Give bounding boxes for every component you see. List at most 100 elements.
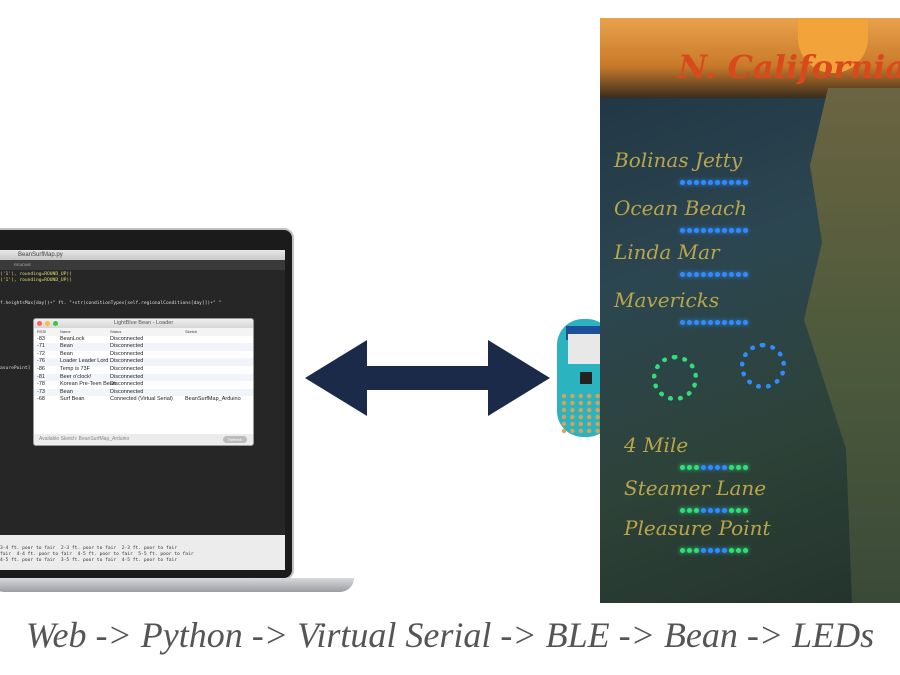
led	[722, 228, 727, 233]
location-label: 4 Mile	[624, 433, 689, 457]
led	[715, 320, 720, 325]
led	[715, 180, 720, 185]
location-label: Ocean Beach	[614, 196, 748, 220]
pin-pad	[570, 428, 575, 434]
table-header: RSSI Name Status Sketch	[34, 328, 253, 336]
pin-pad	[561, 414, 567, 420]
pin-pad	[595, 421, 600, 427]
sun	[798, 18, 868, 73]
led	[694, 465, 699, 470]
pin-pad	[595, 400, 600, 406]
led	[680, 548, 685, 553]
led-strip	[680, 228, 748, 233]
cell: -86	[37, 365, 45, 372]
pin-pad	[595, 414, 600, 420]
pin-pad	[578, 421, 583, 427]
col-status[interactable]: Status	[110, 329, 122, 334]
led	[736, 180, 741, 185]
cell: -81	[37, 373, 45, 380]
led-strip	[680, 508, 748, 513]
led	[708, 465, 713, 470]
led	[743, 465, 748, 470]
led	[708, 180, 713, 185]
pin-pad	[570, 414, 575, 420]
pin-pad	[587, 407, 592, 413]
led	[694, 320, 699, 325]
pin-pad	[561, 421, 567, 427]
pin-pad	[561, 400, 567, 406]
dialog-footer: Available Sketch: BeanSurfMap_Arduino Re…	[34, 434, 253, 445]
pin-pad	[561, 407, 567, 413]
led	[708, 272, 713, 277]
coastline	[804, 88, 900, 603]
pin-pad	[570, 407, 575, 413]
editor-tab[interactable]: README	[0, 260, 285, 270]
led	[680, 508, 685, 513]
cell: Beer o'clock!	[60, 373, 92, 380]
pin-pad	[570, 393, 575, 399]
led	[687, 228, 692, 233]
terminal-output: 3-4 ft. poor to fair 2-3 ft. poor to fai…	[0, 535, 285, 570]
led	[701, 508, 706, 513]
led	[715, 548, 720, 553]
code-line: asurePoint]	[0, 366, 31, 371]
led	[722, 465, 727, 470]
cell: -76	[37, 358, 45, 365]
led	[708, 508, 713, 513]
col-rssi[interactable]: RSSI	[37, 329, 47, 334]
led	[701, 465, 706, 470]
led	[729, 465, 734, 470]
led	[687, 320, 692, 325]
table-row[interactable]: -81 Beer o'clock! Disconnected	[34, 373, 253, 382]
cell: Disconnected	[110, 343, 144, 350]
pin-pad	[587, 421, 592, 427]
minimize-button[interactable]	[45, 321, 50, 326]
led	[715, 272, 720, 277]
terminal-line: 4-5 ft. poor to fair 3-5 ft. poor to fai…	[0, 558, 178, 563]
terminal-line: 3-4 ft. poor to fair 2-3 ft. poor to fai…	[0, 546, 178, 551]
led	[687, 508, 692, 513]
led	[694, 548, 699, 553]
cell: Connected (Virtual Serial)	[110, 396, 173, 403]
close-button[interactable]	[37, 321, 42, 326]
cell: -71	[37, 343, 45, 350]
zoom-button[interactable]	[53, 321, 58, 326]
led-strip	[680, 548, 748, 553]
location-label: Mavericks	[614, 288, 720, 312]
led	[687, 465, 692, 470]
pin-pad	[570, 421, 575, 427]
col-sketch[interactable]: Sketch	[185, 329, 198, 334]
cell: Bean	[60, 388, 73, 395]
pin-pad	[578, 407, 583, 413]
cell: Disconnected	[110, 373, 144, 380]
led	[736, 548, 741, 553]
led	[708, 228, 713, 233]
led	[715, 465, 720, 470]
col-name[interactable]: Name	[60, 329, 71, 334]
pin-pad	[595, 407, 600, 413]
led	[708, 548, 713, 553]
led	[694, 272, 699, 277]
pin-pad	[561, 393, 567, 399]
led	[729, 228, 734, 233]
led	[729, 320, 734, 325]
refresh-button[interactable]: Refresh	[222, 436, 247, 443]
pin-pad	[578, 393, 583, 399]
led	[736, 508, 741, 513]
led	[701, 548, 706, 553]
led	[736, 272, 741, 277]
tab-readme[interactable]: README	[14, 262, 32, 267]
led	[729, 180, 734, 185]
led	[736, 228, 741, 233]
cell: Disconnected	[110, 381, 144, 388]
